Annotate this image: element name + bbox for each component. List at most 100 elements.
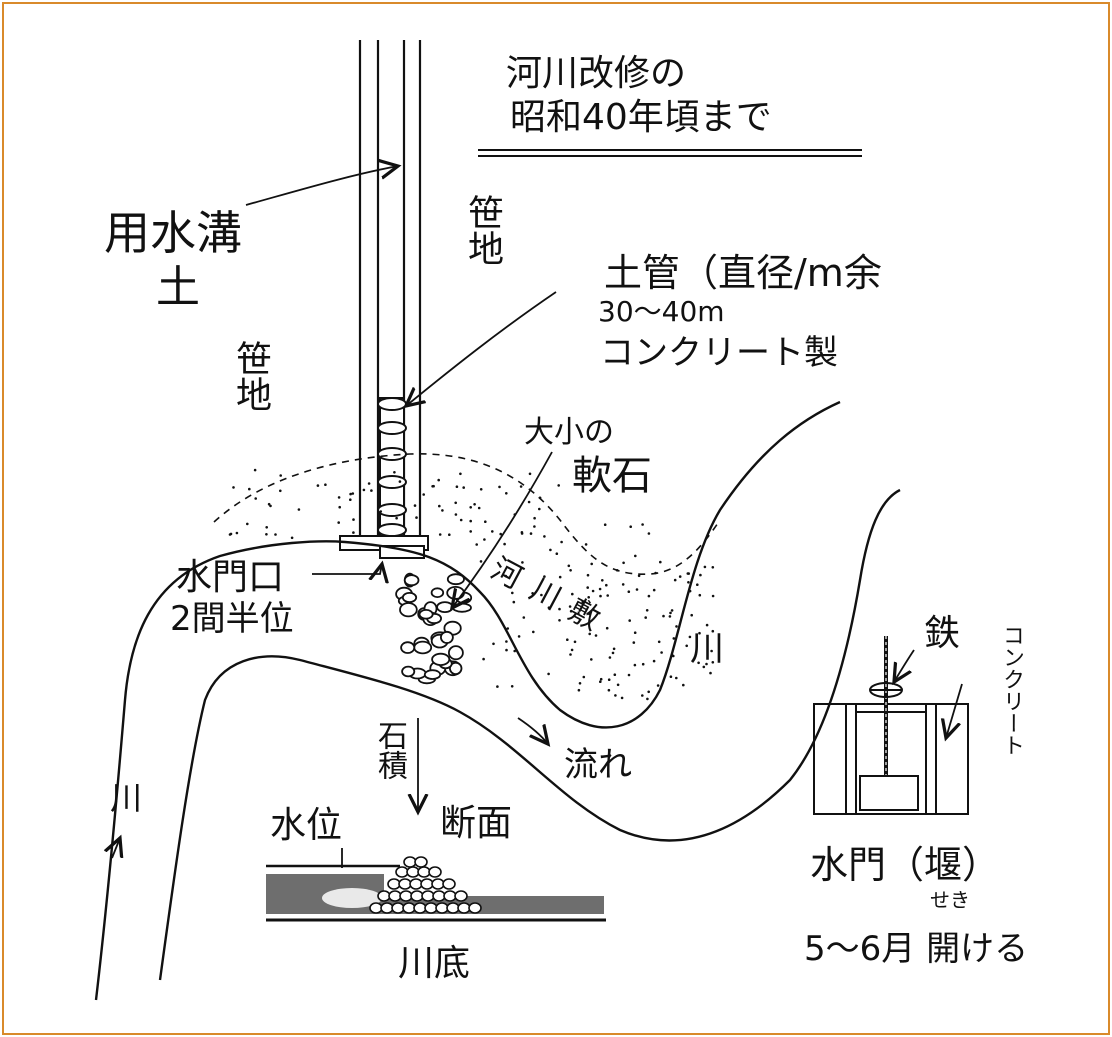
stipple-dot	[627, 590, 631, 593]
stipple-dot	[532, 630, 535, 634]
section-stone	[442, 878, 456, 890]
stipple-dot	[702, 665, 706, 669]
label-concrete-made: コンクリート製	[600, 333, 838, 373]
stipple-dot	[569, 609, 573, 613]
label-stone-pile: 石積	[372, 720, 407, 780]
label-flow: 流れ	[564, 745, 632, 785]
stipple-dot	[607, 678, 611, 681]
stipple-dot	[599, 677, 603, 681]
stipple-dot	[567, 564, 571, 568]
stipple-dot	[477, 506, 481, 510]
riverbed-stipple	[228, 468, 715, 701]
stipple-dot	[611, 651, 615, 655]
stipple-dot	[290, 536, 294, 540]
stipple-dot	[352, 531, 355, 534]
label-clay-pipe: 土管（直径/m余	[604, 251, 882, 295]
stipple-dot	[588, 632, 591, 636]
stipple-dot	[662, 614, 665, 618]
river-banks	[94, 400, 901, 1001]
riverbed-boundary	[213, 453, 721, 575]
stipple-dot	[522, 616, 526, 619]
stipple-dot	[608, 656, 612, 659]
stipple-dot	[543, 535, 546, 538]
stipple-dot	[413, 504, 417, 507]
label-seki-reading: せき	[930, 888, 970, 912]
stipple-dot	[687, 581, 690, 584]
stipple-dot	[538, 496, 542, 500]
stipple-dot	[279, 474, 283, 477]
stipple-dot	[688, 589, 692, 593]
stipple-dot	[557, 484, 560, 487]
stipple-dot	[605, 583, 608, 587]
stipple-dot	[469, 530, 473, 533]
stipple-dot	[710, 649, 713, 653]
stipple-dot	[698, 631, 701, 635]
stipple-dot	[696, 583, 699, 586]
stipple-dot	[646, 697, 649, 701]
stipple-dot	[533, 525, 536, 528]
stipple-dot	[685, 644, 688, 648]
river-stone	[431, 652, 451, 667]
stipple-dot	[362, 488, 366, 492]
stipple-dot	[670, 609, 674, 612]
stipple-dot	[558, 619, 561, 622]
stipple-dot	[599, 680, 602, 683]
label-soil: 土	[156, 262, 200, 313]
stone-pile-river	[395, 572, 473, 685]
stipple-dot	[352, 518, 355, 521]
stipple-dot	[622, 561, 625, 565]
stipple-dot	[652, 588, 656, 592]
stipple-dot	[586, 573, 590, 577]
stipple-dot	[491, 530, 494, 533]
stipple-dot	[229, 532, 233, 536]
stipple-dot	[337, 521, 341, 524]
stipple-dot	[603, 523, 607, 526]
stipple-dot	[621, 583, 625, 586]
stipple-dot	[533, 516, 536, 520]
stipple-dot	[705, 662, 708, 666]
stipple-dot	[547, 606, 551, 609]
stipple-dot	[578, 682, 582, 685]
stipple-dot	[235, 531, 239, 535]
stipple-dot	[612, 647, 616, 651]
river-stone	[413, 640, 433, 655]
river-stone	[447, 645, 464, 661]
stipple-dot	[647, 532, 651, 535]
stipple-dot	[265, 533, 268, 536]
stipple-dot	[503, 542, 506, 546]
clay-pipe	[377, 397, 407, 537]
stipple-dot	[279, 489, 282, 493]
stipple-dot	[459, 518, 463, 522]
stipple-dot	[555, 552, 559, 555]
stipple-dot	[512, 600, 516, 604]
stipple-dot	[641, 662, 645, 666]
stipple-dot	[641, 694, 644, 697]
title-line-1: 河川改修の	[506, 53, 687, 94]
river-stone	[430, 587, 445, 598]
stipple-dot	[437, 478, 441, 482]
stipple-dot	[455, 485, 459, 489]
stipple-dot	[711, 629, 715, 633]
stipple-dot	[499, 532, 503, 536]
stipple-dot	[540, 593, 543, 597]
river-stone	[446, 573, 465, 586]
stipple-dot	[528, 472, 532, 476]
river-stone	[400, 641, 416, 654]
river-stone	[403, 574, 420, 587]
stipple-dot	[246, 522, 249, 526]
stipple-dot	[349, 492, 352, 496]
stipple-dot	[543, 575, 546, 578]
stipple-dot	[627, 673, 631, 677]
stipple-dot	[519, 485, 523, 488]
river-stone	[401, 665, 416, 678]
stipple-dot	[598, 587, 602, 591]
stipple-dot	[265, 526, 269, 529]
stipple-dot	[479, 560, 483, 563]
stipple-dot	[582, 675, 586, 679]
stipple-dot	[511, 591, 514, 595]
stipple-dot	[560, 540, 563, 544]
river-stone	[399, 602, 418, 618]
stipple-dot	[705, 623, 709, 627]
section-stone	[414, 856, 428, 868]
